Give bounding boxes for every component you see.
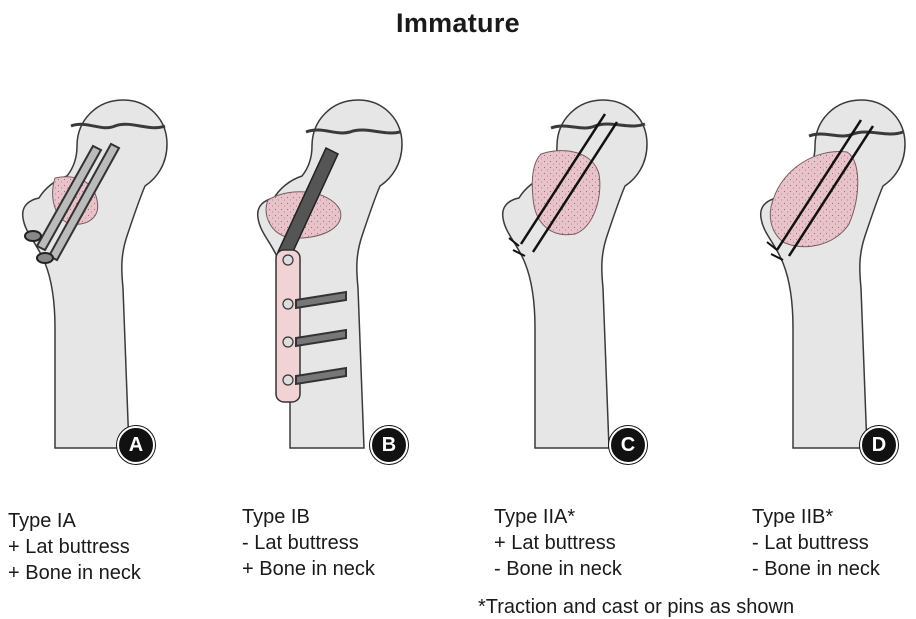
panel-a-line2: + Bone in neck [8,560,141,586]
panel-b-caption: Type IB - Lat buttress + Bone in neck [242,504,375,582]
panel-c-type: Type IIA* [494,504,622,530]
panel-d-badge: D [860,426,898,464]
panel-a-badge: A [117,426,155,464]
panel-d-line1: - Lat buttress [752,530,880,556]
panel-c-femur [503,100,647,448]
panel-b-badge: B [370,426,408,464]
panel-d-line2: - Bone in neck [752,556,880,582]
panel-a-line1: + Lat buttress [8,534,141,560]
panel-a-type: Type IA [8,508,141,534]
panel-d-type: Type IIB* [752,504,880,530]
panel-d-caption: Type IIB* - Lat buttress - Bone in neck [752,504,880,582]
panel-c-line1: + Lat buttress [494,530,622,556]
panel-b-type: Type IB [242,504,375,530]
panel-b-line2: + Bone in neck [242,556,375,582]
panel-c-line2: - Bone in neck [494,556,622,582]
panel-a-caption: Type IA + Lat buttress + Bone in neck [8,508,141,586]
panel-a-femur [23,100,167,448]
footnote: *Traction and cast or pins as shown [478,596,794,619]
panel-b-femur [258,100,402,448]
panel-d-femur [761,100,905,448]
panel-c-badge: C [609,426,647,464]
panel-c-caption: Type IIA* + Lat buttress - Bone in neck [494,504,622,582]
panel-b-line1: - Lat buttress [242,530,375,556]
